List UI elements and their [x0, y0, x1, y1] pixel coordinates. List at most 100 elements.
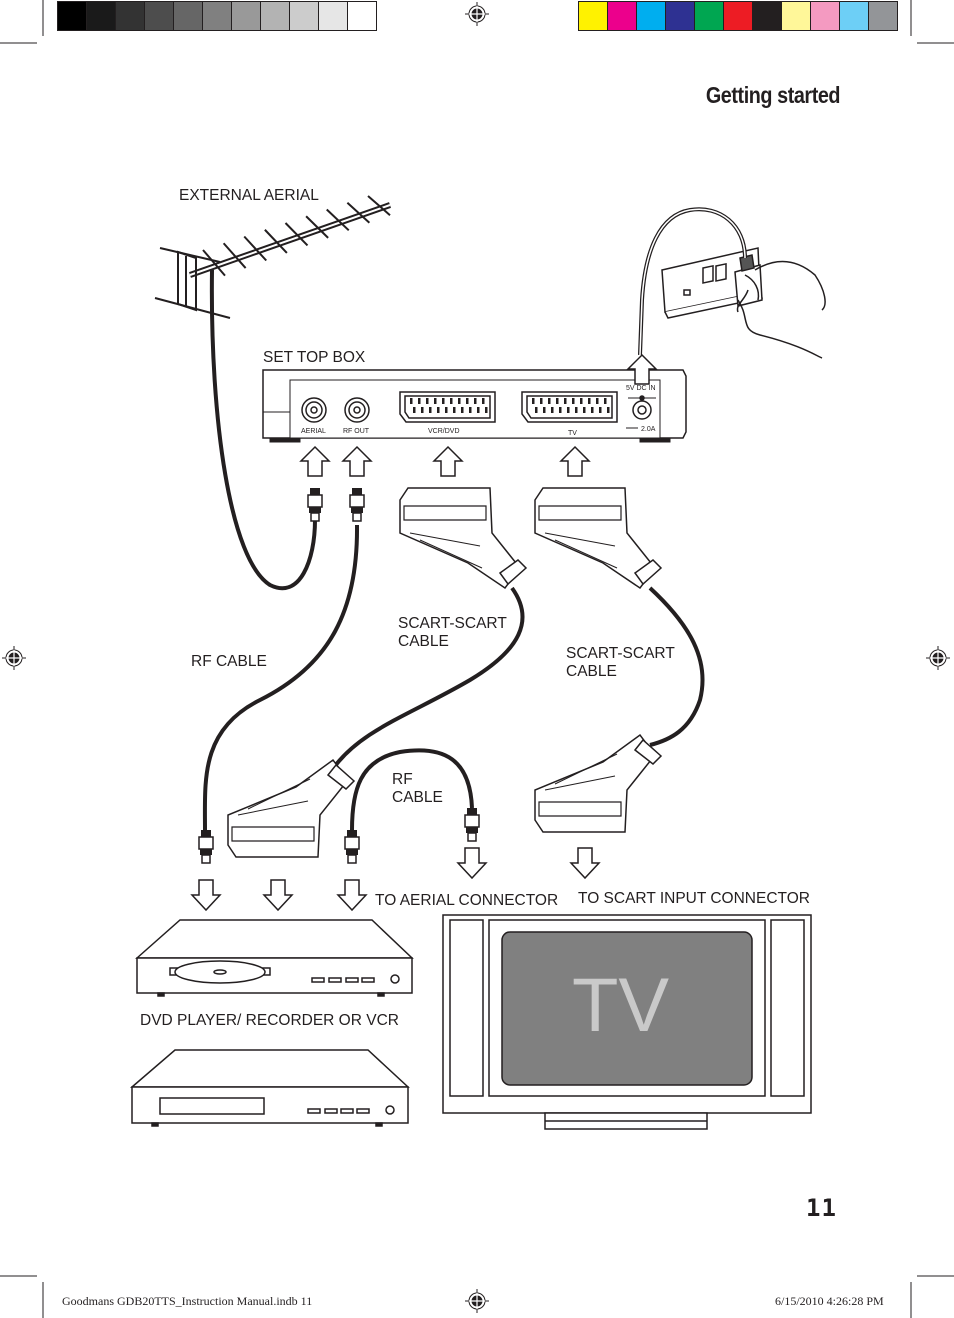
scart-plug-icon	[534, 733, 663, 833]
scart-pin	[543, 407, 546, 413]
label-set-top-box: SET TOP BOX	[263, 349, 366, 366]
aerial-element	[243, 235, 267, 262]
scart-pin	[410, 398, 413, 404]
down-arrow-icon	[262, 879, 294, 912]
scart-pin	[429, 407, 432, 413]
scart-cable-vcr	[330, 586, 525, 772]
page-number: 11	[806, 1194, 837, 1222]
aerial-element	[202, 249, 226, 277]
vcr-icon	[129, 1049, 410, 1127]
scart-pin	[421, 407, 424, 413]
calibration-swatch	[202, 2, 231, 30]
scart-pin	[559, 407, 562, 413]
label-scart-cable-2-line2: CABLE	[566, 663, 617, 680]
up-arrow-icon	[341, 445, 373, 477]
aerial-element	[326, 208, 350, 232]
aerial-element	[284, 222, 309, 247]
label-rf-cable-mid-line1: RF	[392, 771, 413, 788]
scart-pin	[485, 407, 488, 413]
scart-plugs	[227, 487, 663, 858]
calibration-swatch	[231, 2, 260, 30]
scart-plug-icon	[534, 487, 663, 590]
label-rf-cable-mid-line2: CABLE	[392, 789, 443, 806]
aerial-antenna-icon	[154, 195, 391, 319]
up-arrow-icon	[626, 353, 658, 385]
calibration-swatch	[318, 2, 347, 30]
down-arrow-icon	[190, 879, 222, 912]
label-scart-cable-1: SCART-SCART CABLE	[398, 615, 507, 651]
rf-plug-icon	[198, 830, 214, 864]
calibration-swatch	[781, 2, 810, 30]
panel-label-vcr-dvd: VCR/DVD	[428, 428, 460, 435]
scart-pin	[556, 398, 559, 404]
footer-filename: Goodmans GDB20TTS_Instruction Manual.ind…	[62, 1294, 313, 1308]
calibration-swatch	[839, 2, 868, 30]
scart-pin	[466, 398, 469, 404]
tv-screen-label: TV	[572, 963, 670, 1048]
mains-plug-icon	[661, 247, 826, 359]
scart-pin	[591, 407, 594, 413]
calibration-swatch	[636, 2, 665, 30]
up-arrow-icon	[299, 445, 331, 477]
scart-pin	[469, 407, 472, 413]
calibration-swatch	[144, 2, 173, 30]
calibration-swatch	[58, 2, 86, 30]
rf-plug-icon	[344, 830, 360, 864]
scart-pin	[535, 407, 538, 413]
scart-pin	[596, 398, 599, 404]
scart-socket-tv	[521, 391, 618, 423]
scart-pin	[458, 398, 461, 404]
rf-cable-out	[202, 524, 360, 831]
label-scart-cable-1-line2: CABLE	[398, 633, 449, 650]
scart-plug-icon	[399, 487, 528, 590]
scart-pin	[434, 398, 437, 404]
scart-socket-vcr-dvd	[399, 391, 496, 423]
label-rf-cable-mid: RF CABLE	[392, 771, 443, 807]
scart-pin	[474, 398, 477, 404]
scart-pin	[450, 398, 453, 404]
calibration-swatch	[607, 2, 636, 30]
scart-pin	[548, 398, 551, 404]
label-to-scart-input-connector: TO SCART INPUT CONNECTOR	[578, 890, 810, 907]
registration-mark-icon	[926, 646, 950, 670]
scart-pin	[445, 407, 448, 413]
label-rf-cable-left: RF CABLE	[191, 653, 267, 670]
panel-label-tv: TV	[568, 430, 577, 437]
scart-plug-icon	[227, 758, 356, 858]
scart-pin	[567, 407, 570, 413]
scart-pin	[580, 398, 583, 404]
scart-pin	[588, 398, 591, 404]
label-external-aerial: EXTERNAL AERIAL	[179, 187, 319, 204]
rf-cable-tv	[350, 748, 474, 831]
scart-pin	[437, 407, 440, 413]
panel-label-dc-in: 5V DC IN	[626, 385, 656, 392]
scart-pin	[604, 398, 607, 404]
calibration-swatch	[260, 2, 289, 30]
dvd-player-icon	[135, 919, 414, 997]
page-title: Getting started	[705, 82, 841, 108]
calibration-swatch	[868, 2, 897, 30]
up-arrow-icon	[432, 445, 464, 477]
rf-plug-icon	[349, 488, 365, 522]
down-arrow-icon	[336, 879, 368, 912]
calibration-swatch	[810, 2, 839, 30]
scart-pin	[540, 398, 543, 404]
connection-arrows	[299, 353, 658, 477]
scart-pin	[453, 407, 456, 413]
rf-plug-icon	[464, 808, 480, 842]
scart-pin	[482, 398, 485, 404]
aerial-element	[264, 229, 288, 254]
scart-pin	[413, 407, 416, 413]
calibration-swatch	[752, 2, 781, 30]
registration-mark-icon	[465, 1289, 489, 1313]
panel-label-aerial: AERIAL	[301, 428, 326, 435]
calibration-swatch	[173, 2, 202, 30]
scart-pin	[575, 407, 578, 413]
aerial-element	[346, 202, 371, 224]
label-scart-cable-2-line1: SCART-SCART	[566, 645, 675, 662]
scart-pin	[607, 407, 610, 413]
label-dvd-player: DVD PLAYER/ RECORDER OR VCR	[140, 1012, 399, 1029]
registration-mark-icon	[465, 2, 489, 26]
